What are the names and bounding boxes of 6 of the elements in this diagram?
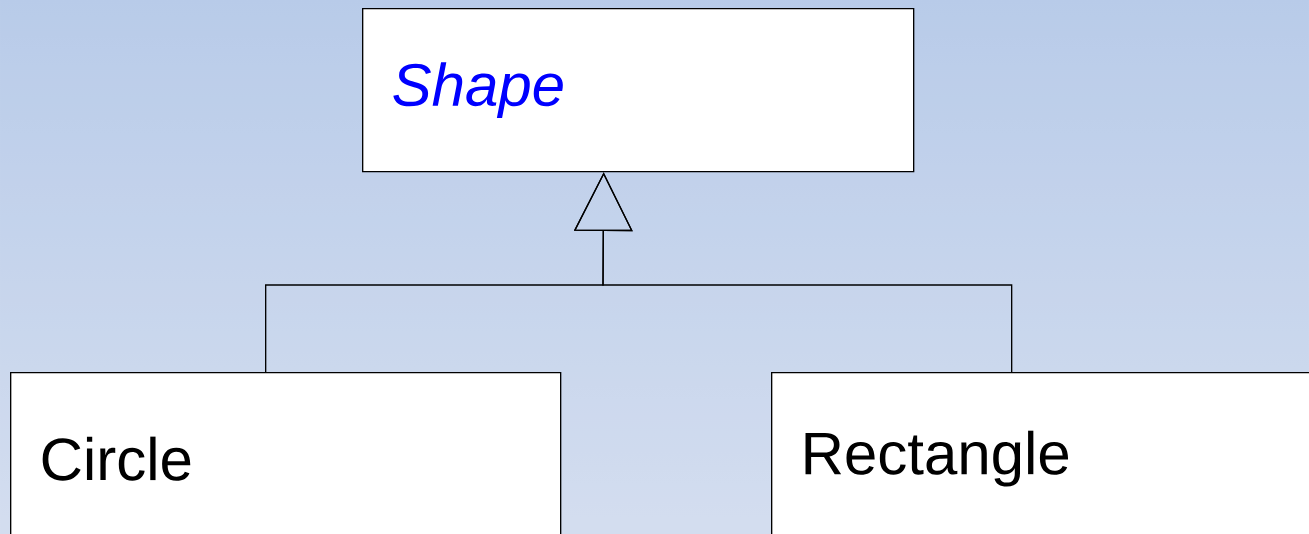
class-name: Circle (42, 436, 191, 481)
class-name: Rectangle (805, 430, 1069, 487)
class-box (771, 372, 1309, 534)
class-box (10, 372, 562, 534)
class-box (362, 8, 915, 173)
class-name: Shape (393, 62, 563, 119)
